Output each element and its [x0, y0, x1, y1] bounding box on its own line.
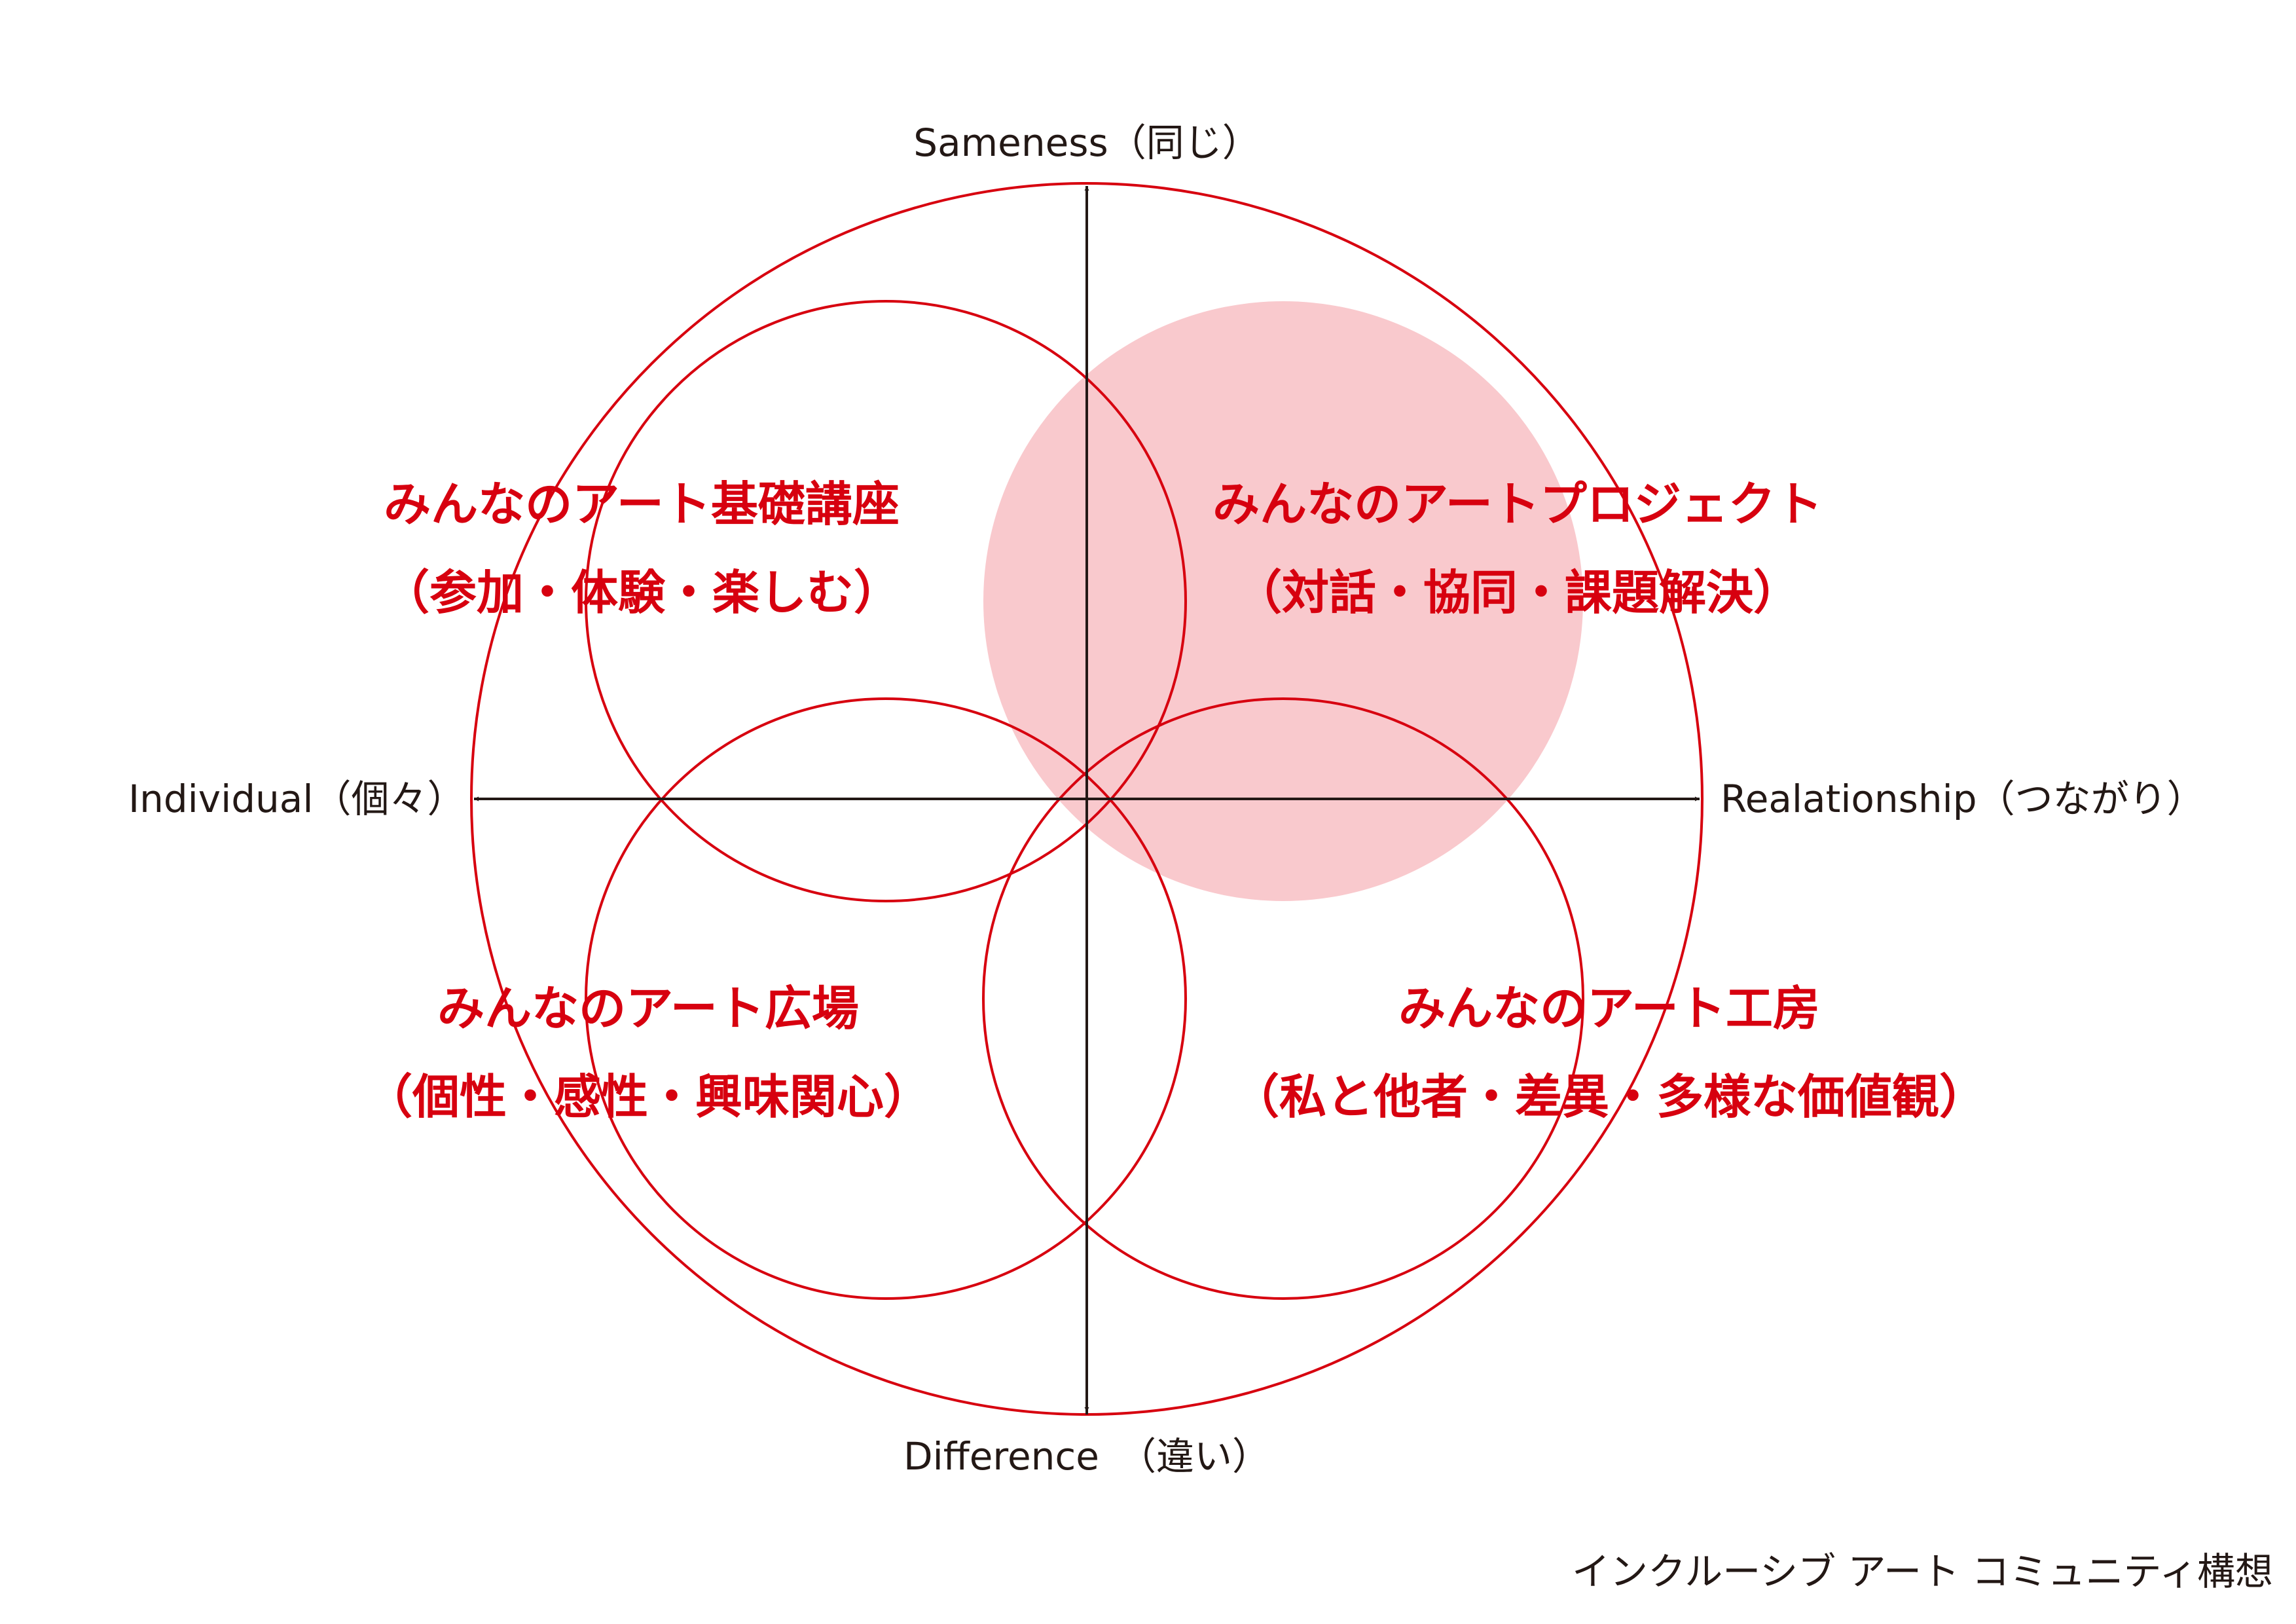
quadrant-subtitle-bottom-right: （私と他者・差異・多様な価値観） [1232, 1069, 1986, 1124]
quadrant-subtitle-top-right: （対話・協同・課題解決） [1235, 565, 1800, 620]
quadrant-title-top-left: みんなのアート基礎講座 [384, 477, 900, 532]
quadrant-title-bottom-right: みんなのアート工房 [1398, 981, 1820, 1036]
quadrant-subtitle-top-left: （参加・体験・楽しむ） [382, 565, 901, 620]
axis-label-top: Sameness（同じ） [913, 120, 1260, 165]
axis-label-right: Realationship（つながり） [1721, 777, 2205, 821]
circle-bottom-right [982, 697, 1584, 1300]
circle-bottom-left [585, 697, 1187, 1300]
quadrant-title-top-right: みんなのアートプロジェクト [1212, 477, 1823, 532]
quadrant-subtitle-bottom-left: （個性・感性・興味関心） [365, 1069, 931, 1124]
circle-top-left [585, 300, 1187, 902]
highlight-circle-top-right [983, 301, 1583, 901]
footer-title: インクルーシブ アート コミュニティ構想 [1572, 1549, 2273, 1594]
axis-label-left: Individual（個々） [128, 777, 465, 821]
quadrant-title-bottom-left: みんなのアート広場 [437, 981, 859, 1036]
axis-label-bottom: Difference （違い） [903, 1434, 1270, 1479]
